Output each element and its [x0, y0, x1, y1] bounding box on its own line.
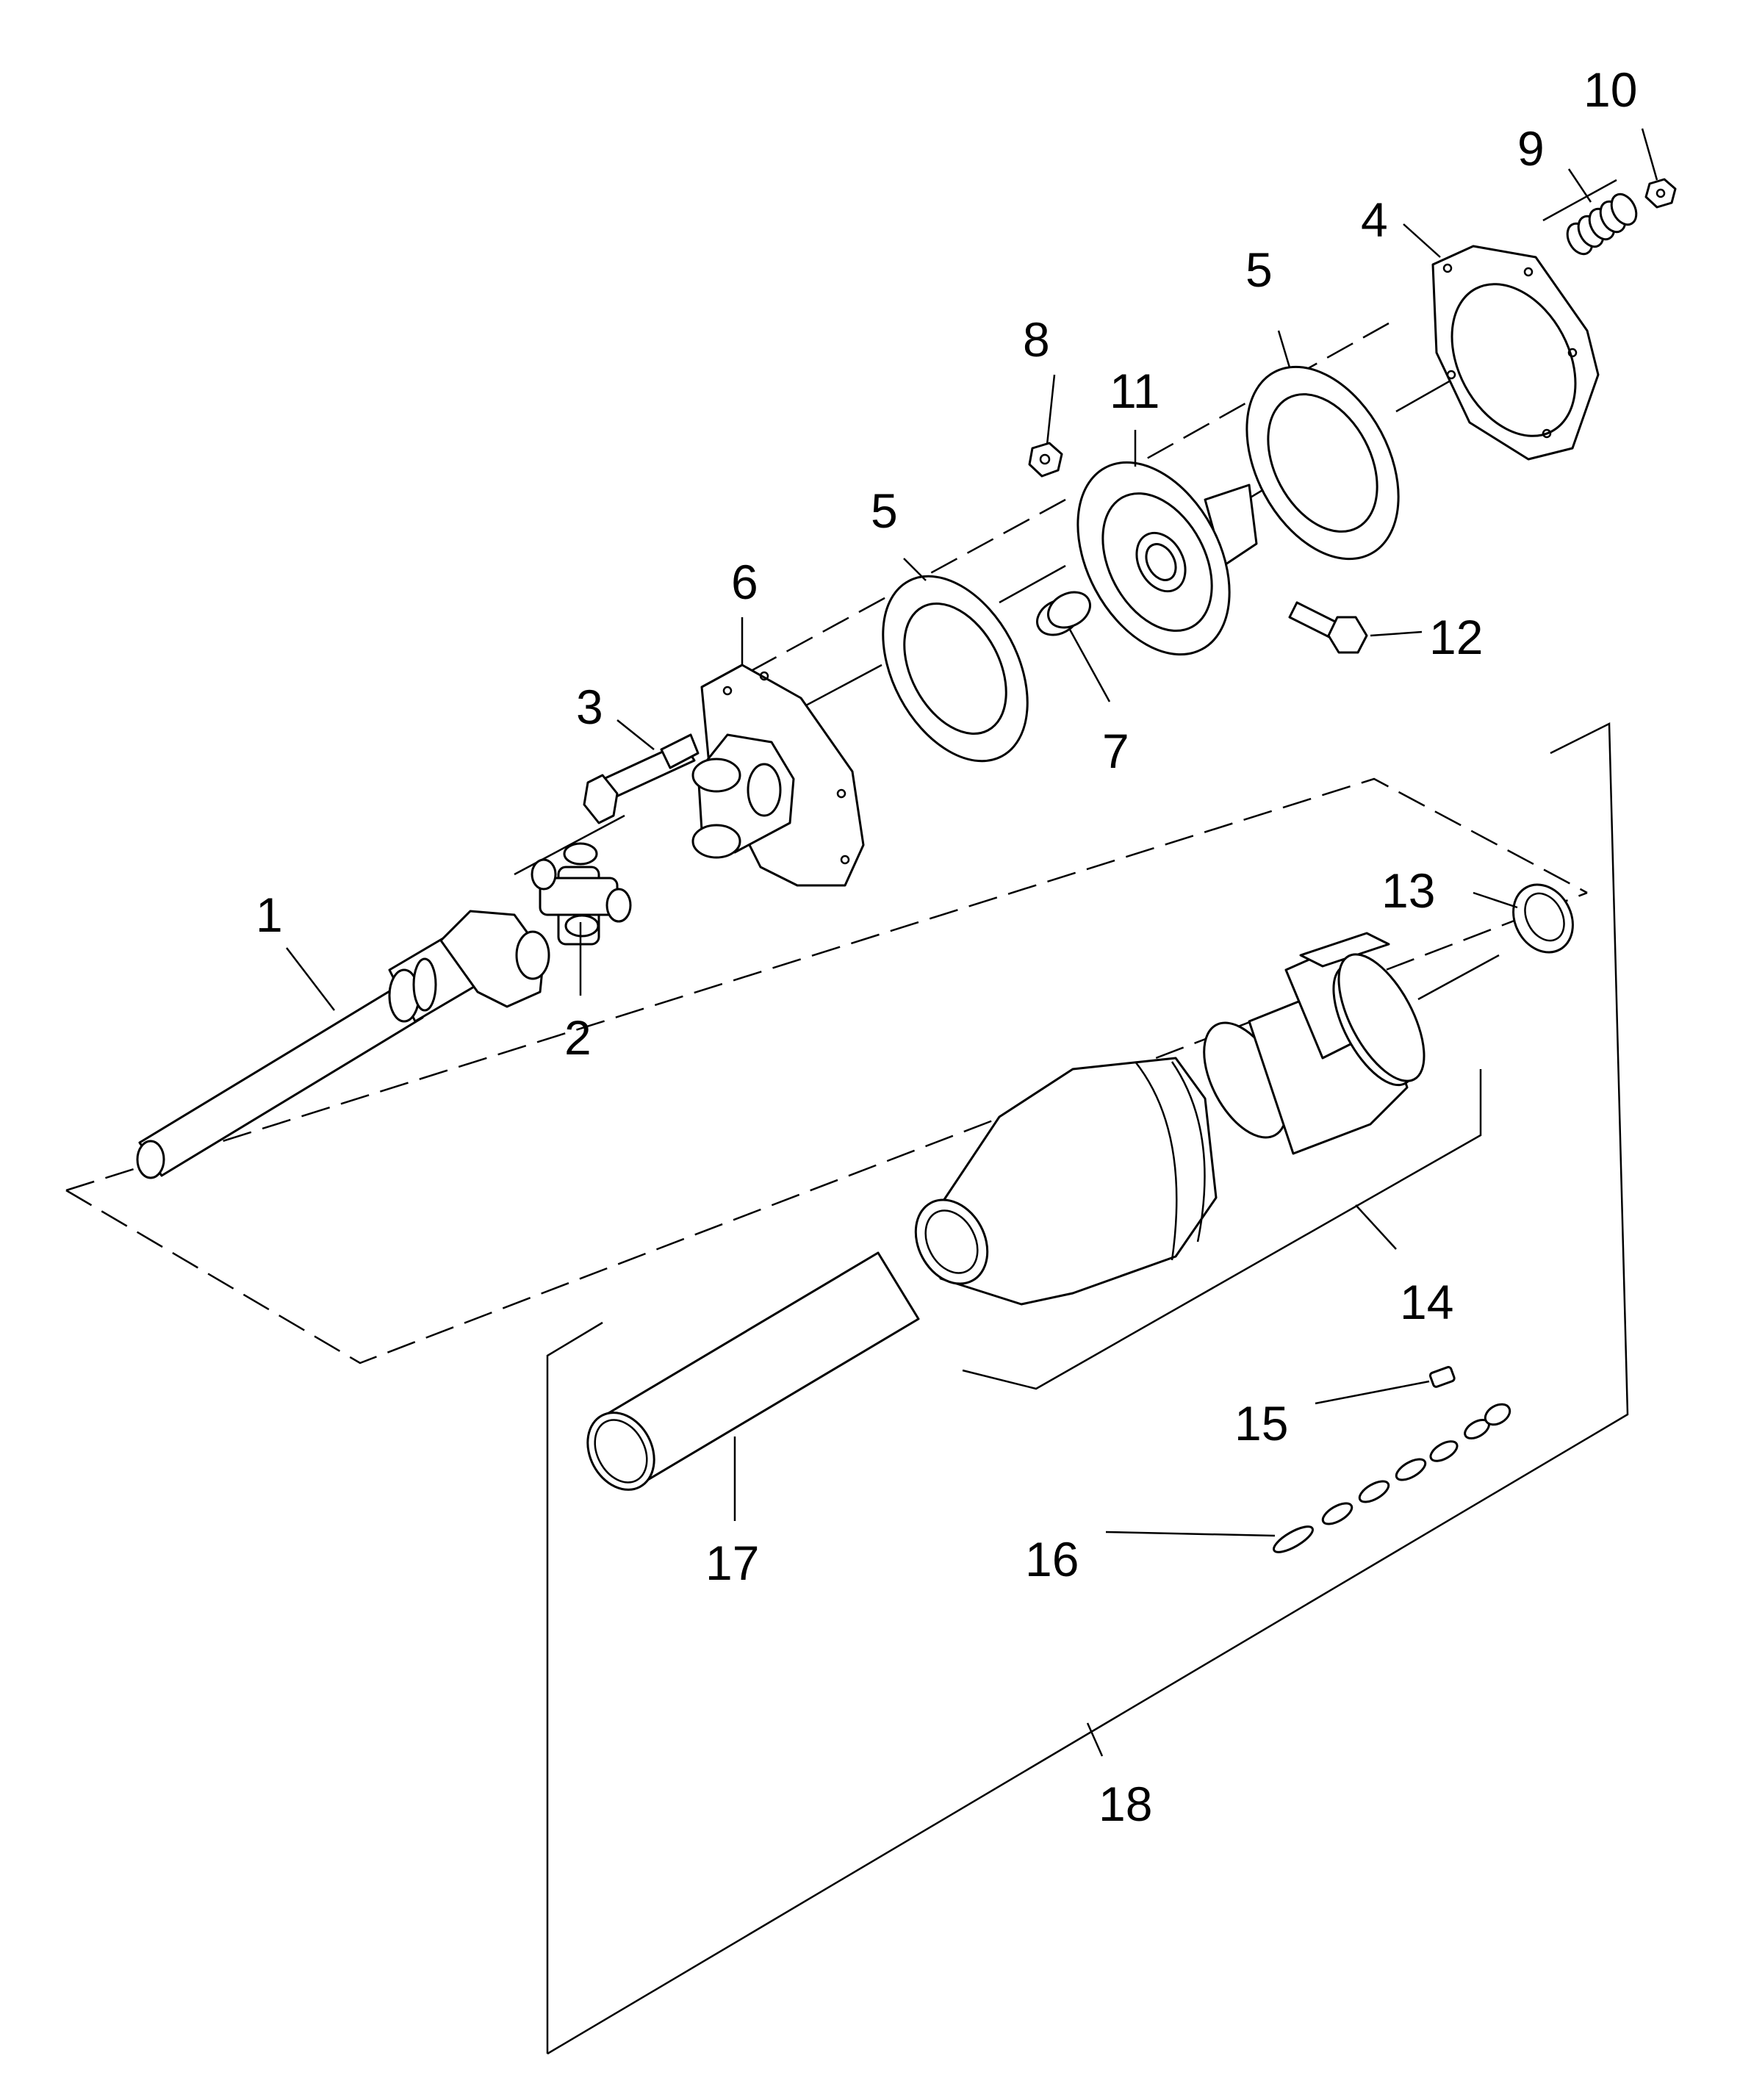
pin-part — [1428, 1366, 1456, 1388]
callout-15: 15 — [1234, 1396, 1288, 1450]
friction-disc-part-right — [1245, 365, 1400, 561]
callout-3: 3 — [576, 680, 603, 734]
callout-9: 9 — [1517, 121, 1545, 176]
bushing-part — [1036, 591, 1091, 636]
callout-17: 17 — [705, 1536, 759, 1590]
spring-part — [1566, 193, 1638, 256]
callout-2: 2 — [564, 1010, 592, 1065]
callout-7: 7 — [1102, 724, 1129, 778]
callout-5-left: 5 — [871, 483, 898, 538]
guard-tube-part — [586, 1251, 920, 1491]
shaft-yoke-part — [136, 910, 550, 1179]
chain-part — [1273, 1403, 1511, 1553]
bracket-18 — [546, 722, 1629, 2055]
universal-cross-part — [531, 842, 632, 946]
retaining-ring-part — [1512, 883, 1574, 954]
callout-18: 18 — [1099, 1777, 1152, 1831]
callout-14: 14 — [1400, 1275, 1453, 1329]
nut-part-8 — [1028, 442, 1063, 478]
callout-4: 4 — [1361, 193, 1388, 247]
nut-part-10 — [1644, 178, 1677, 209]
callout-11: 11 — [1110, 364, 1160, 418]
friction-disc-part-left — [882, 575, 1029, 763]
callout-6: 6 — [731, 555, 758, 609]
callout-1: 1 — [256, 888, 283, 942]
callout-labels: 1 2 3 4 5 5 6 7 8 9 10 11 12 13 14 15 16… — [256, 62, 1637, 1831]
callout-10: 10 — [1583, 62, 1637, 117]
callout-5-right: 5 — [1245, 242, 1273, 297]
bracket-14 — [962, 1069, 1482, 1390]
callout-16: 16 — [1025, 1532, 1079, 1586]
callout-12: 12 — [1429, 610, 1483, 664]
callout-8: 8 — [1023, 312, 1050, 367]
bolt-part — [583, 733, 700, 824]
leader-lines — [286, 128, 1658, 1757]
pressure-plate-part — [1431, 245, 1600, 461]
hub-plate-part — [1076, 461, 1258, 656]
bolt-part-12 — [1288, 601, 1368, 654]
guard-cone-part — [914, 932, 1426, 1306]
yoke-flange-part — [691, 664, 865, 887]
callout-13: 13 — [1381, 863, 1435, 918]
